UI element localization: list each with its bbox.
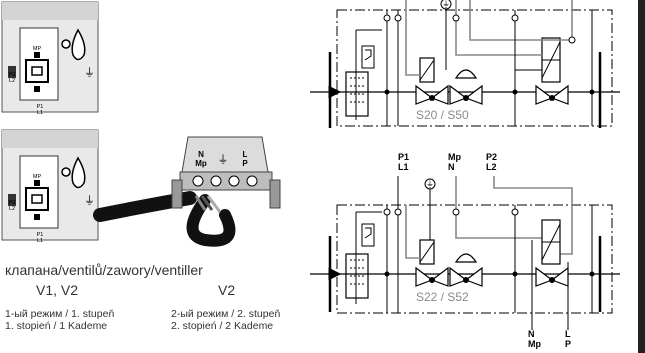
- terminal-l2: L2: [9, 206, 15, 212]
- screw-icon: [61, 39, 71, 49]
- terminal-p1: P1: [37, 104, 44, 110]
- top-label-mp: Mp: [448, 152, 461, 162]
- schematic-s22-s52: P1 L1 Mp N P2 L2 ⏚: [310, 152, 620, 349]
- schematic-s20-s50: ⏚ S20 / S50: [310, 0, 620, 128]
- top-label-l1: L1: [398, 162, 409, 172]
- valves-caption: клапана/ventilů/zawory/ventiller: [5, 262, 203, 278]
- ground-symbol: ⏚: [218, 153, 229, 166]
- stage2-line2: 2. stopień / 2 Kademe: [171, 320, 274, 332]
- top-label-l2: L2: [486, 162, 497, 172]
- model-label: S22 / S52: [416, 290, 469, 304]
- bottom-label-p: P: [565, 339, 571, 349]
- drop-icon: [71, 156, 86, 189]
- valve-head-top: ⏚ MP N P2 L2 P1 L1: [1, 1, 99, 116]
- terminal-l1: L1: [37, 238, 43, 244]
- terminal-p1: P1: [37, 232, 44, 238]
- bottom-label-mp: Mp: [528, 339, 541, 349]
- top-label-n: N: [448, 162, 455, 172]
- top-label-p2: P2: [486, 152, 497, 162]
- label-v2: V2: [218, 282, 236, 298]
- svg-text:⏚: ⏚: [442, 0, 450, 9]
- terminal-l2: L2: [9, 78, 15, 84]
- model-label: S20 / S50: [416, 108, 469, 122]
- stage1-text: 1-ый режим / 1. stupeň 1. stopień / 1 Ka…: [5, 308, 114, 332]
- stage1-line2: 1. stopień / 1 Kademe: [5, 320, 108, 332]
- stage2-line1: 2-ый режим / 2. stupeň: [171, 308, 281, 320]
- connector-plug: ⏚ N Mp L P: [171, 136, 281, 209]
- connector-label-n: N: [198, 150, 204, 159]
- terminal-mp: MP: [33, 174, 42, 180]
- screw-icon: [61, 167, 71, 177]
- power-cable: [93, 191, 236, 247]
- terminal-n: N: [35, 180, 39, 186]
- stage2-text: 2-ый режим / 2. stupeň 2. stopień / 2 Ka…: [171, 308, 280, 332]
- terminal-p2: P2: [9, 200, 16, 206]
- ground-symbol: ⏚: [84, 194, 95, 207]
- bottom-label-l: L: [565, 329, 571, 339]
- drop-icon: [71, 28, 86, 61]
- terminal-l1: L1: [37, 110, 43, 116]
- top-label-p1: P1: [398, 152, 409, 162]
- connector-label-mp: Mp: [195, 159, 207, 168]
- left-illustrations: ⏚ MP N P2 L2 P1 L1 ⏚ MP N P2 L2 P1 L1: [1, 1, 281, 247]
- connector-label-l: L: [243, 150, 248, 159]
- bottom-label-n: N: [528, 329, 535, 339]
- terminal-n: N: [35, 52, 39, 58]
- valve-head-bottom: ⏚ MP N P2 L2 P1 L1: [1, 129, 99, 244]
- label-v1-v2: V1, V2: [36, 282, 79, 298]
- stage1-line1: 1-ый режим / 1. stupeň: [5, 308, 115, 320]
- svg-text:⏚: ⏚: [426, 180, 434, 189]
- terminal-p2: P2: [9, 72, 16, 78]
- terminal-mp: MP: [33, 46, 42, 52]
- schematic-diagrams: ⏚ S20 / S50 P1 L1 Mp N P2 L2 ⏚: [310, 0, 620, 349]
- connector-label-p: P: [242, 159, 248, 168]
- ground-symbol: ⏚: [84, 66, 95, 79]
- page-edge-bar: [638, 0, 645, 353]
